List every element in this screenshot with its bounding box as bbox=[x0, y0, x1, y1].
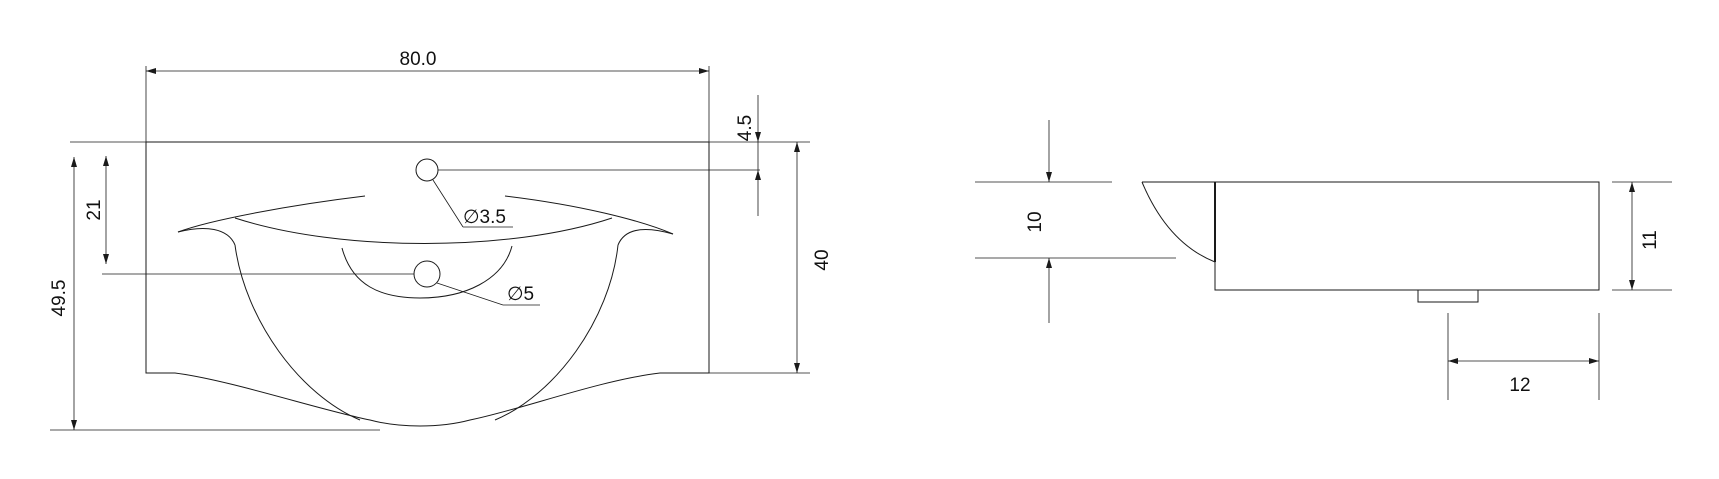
bowl-depth-dimension-label: 10 bbox=[1025, 211, 1046, 232]
back-rim-left bbox=[177, 195, 366, 233]
tap-offset-dimension-label: 4.5 bbox=[735, 115, 756, 141]
front-view: ∅3.5 ∅5 80.0 4.5 21 49.5 40 bbox=[49, 49, 833, 431]
side-body bbox=[1214, 181, 1600, 291]
overflow-dimension-label: 12 bbox=[1509, 375, 1530, 396]
bowl-outline bbox=[234, 244, 361, 421]
tap-hole-label: ∅3.5 bbox=[463, 207, 506, 228]
rim-height-dimension-label: 11 bbox=[1640, 230, 1661, 250]
back-rim-right bbox=[504, 195, 674, 235]
bowl-top-edge bbox=[234, 217, 613, 244]
drain-hole-label: ∅5 bbox=[507, 284, 534, 305]
tap-hole-circle bbox=[415, 158, 439, 182]
drain-offset-dimension-label: 21 bbox=[84, 199, 105, 220]
side-view: 10 11 12 bbox=[975, 120, 1672, 400]
side-drain-stub bbox=[1417, 289, 1479, 303]
front-lip-right bbox=[617, 229, 674, 246]
front-lip-left bbox=[177, 227, 236, 246]
bowl-outline-right bbox=[494, 244, 619, 421]
width-dimension-label: 80.0 bbox=[400, 49, 437, 70]
drain-hole-circle bbox=[413, 260, 441, 288]
depth-total-dimension-label: 49.5 bbox=[49, 280, 70, 317]
basin-outline bbox=[145, 141, 710, 427]
side-bowl-curve bbox=[1141, 181, 1216, 263]
depth-body-dimension-label: 40 bbox=[812, 249, 833, 270]
drain-cup bbox=[341, 245, 513, 299]
